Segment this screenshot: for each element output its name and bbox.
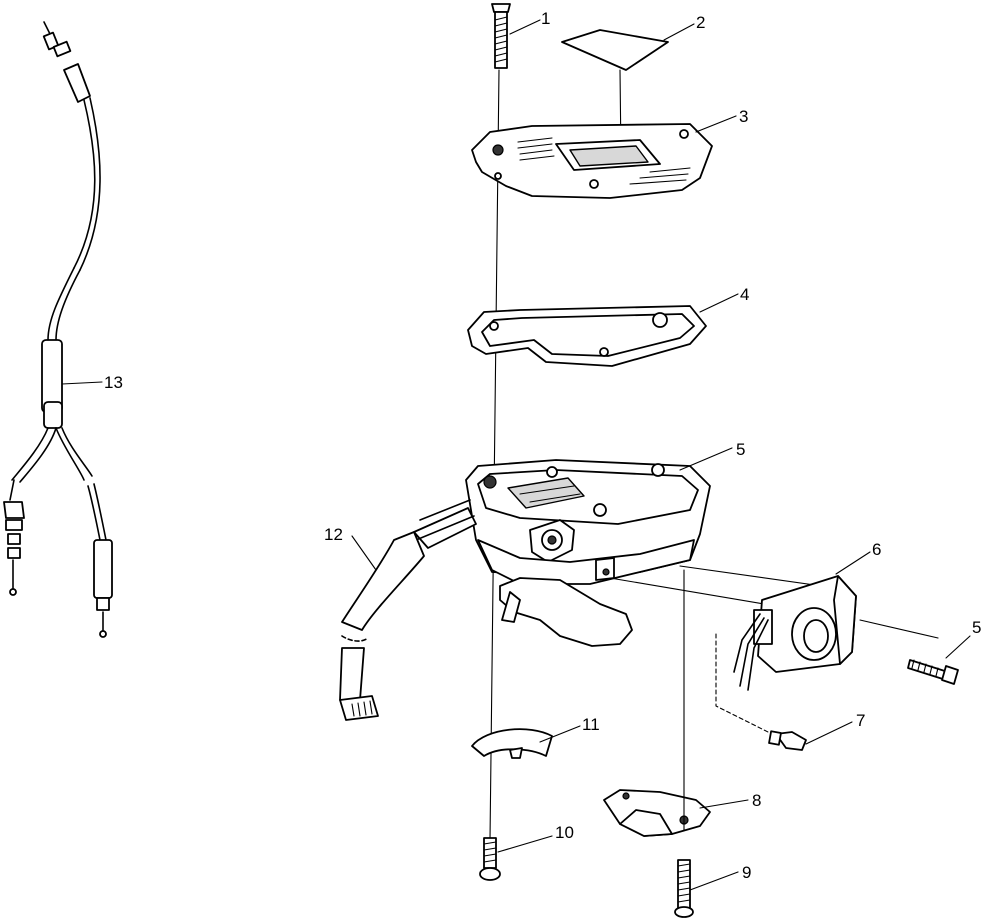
callout-11: 11 — [582, 715, 600, 734]
callout-5-screw: 5 — [972, 618, 981, 637]
throttle-cable-assembly — [3, 21, 113, 638]
callout-5-housing: 5 — [736, 440, 745, 459]
retainer-clip — [471, 728, 553, 759]
assembly-axis-line — [489, 69, 500, 841]
screw-top — [491, 3, 511, 69]
screw-right — [907, 659, 959, 685]
screw-bottom-left — [479, 837, 501, 881]
gasket — [467, 305, 707, 367]
callout-7: 7 — [856, 711, 865, 730]
callout-8: 8 — [752, 791, 761, 810]
callout-13: 13 — [104, 373, 123, 392]
wire-harness — [339, 499, 477, 721]
callout-1: 1 — [541, 9, 550, 28]
cover-plate — [471, 123, 713, 199]
switch-body — [609, 565, 939, 739]
callout-6: 6 — [872, 540, 881, 559]
callout-10: 10 — [555, 823, 574, 842]
callout-9: 9 — [742, 863, 751, 882]
bulb — [768, 730, 807, 751]
lower-clamp — [603, 789, 711, 837]
callouts: 1 2 3 4 5 6 5 7 8 9 10 11 12 13 — [104, 9, 981, 882]
callout-3: 3 — [739, 107, 748, 126]
screw-bottom-right — [674, 569, 694, 918]
callout-12: 12 — [324, 525, 343, 544]
callout-2: 2 — [696, 13, 705, 32]
callout-4: 4 — [740, 285, 749, 304]
switch-housing — [465, 459, 711, 647]
leader-lines — [61, 19, 971, 891]
